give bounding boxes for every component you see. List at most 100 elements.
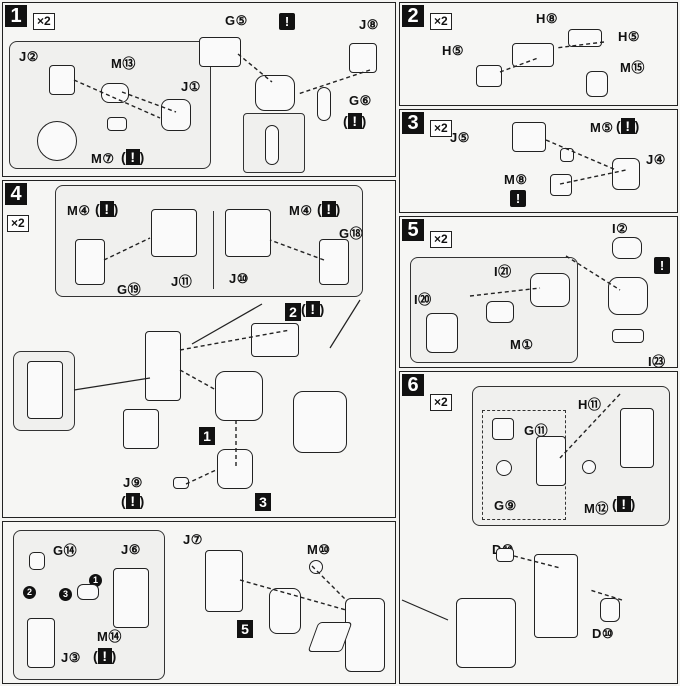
part-drawing [309, 560, 323, 574]
part-drawing [27, 618, 55, 668]
step-1-panel: 1 ×2 J② M⑬ J① M⑦ (!) G⑤ ! J⑧ G⑥ (!) [2, 2, 396, 177]
part-label: M⑦ [91, 151, 115, 166]
part-label: I⑳ [414, 292, 432, 307]
part-label: J① [181, 79, 201, 94]
part-label: H⑧ [536, 11, 559, 26]
part-drawing [77, 584, 99, 600]
multiplier-badge: ×2 [430, 13, 452, 30]
part-drawing [550, 174, 572, 196]
step-number: 4 [5, 183, 27, 205]
part-drawing [492, 418, 514, 440]
part-drawing [536, 436, 566, 486]
part-label: J② [19, 49, 39, 64]
multiplier-badge: ×2 [430, 394, 452, 411]
part-drawing [612, 158, 640, 190]
part-drawing [476, 65, 502, 87]
part-drawing [217, 449, 253, 489]
part-label: H⑪ [578, 397, 602, 412]
part-label: M⑫ [584, 501, 609, 516]
part-drawing [608, 277, 648, 315]
part-label: J⑧ [359, 17, 379, 32]
caution-mark: (!) [95, 201, 119, 217]
sub-step-marker: 2 [285, 303, 301, 321]
part-label: I㉑ [494, 264, 512, 279]
order-marker: 1 [89, 574, 102, 587]
multiplier-badge: ×2 [430, 231, 452, 248]
part-drawing [27, 361, 63, 419]
part-drawing [123, 409, 159, 449]
step-6-panel: 6 ×2 H⑪ G⑪ G⑨ M⑫ (!) D⑩ D⑩ [399, 371, 678, 684]
part-drawing [496, 460, 512, 476]
part-label: M⑧ [504, 172, 528, 187]
order-marker: 3 [59, 588, 72, 601]
part-label: G⑲ [117, 282, 142, 297]
part-label: I㉓ [648, 354, 666, 369]
part-drawing [530, 273, 570, 307]
step-number: 5 [402, 219, 424, 241]
caution-icon: ! [510, 190, 526, 207]
part-label: J⑦ [183, 532, 203, 547]
multiplier-badge: ×2 [33, 13, 55, 30]
caution-mark: (!) [93, 648, 117, 664]
part-drawing [512, 43, 554, 67]
part-label: J⑤ [450, 130, 470, 145]
part-drawing [486, 301, 514, 323]
part-drawing [151, 209, 197, 257]
part-label: J④ [646, 152, 666, 167]
part-drawing [199, 37, 241, 67]
step-number: 3 [402, 112, 424, 134]
part-drawing [113, 568, 149, 628]
sub-step-marker: 1 [199, 427, 215, 445]
part-label: I② [612, 221, 629, 236]
part-drawing [612, 329, 644, 343]
part-drawing [620, 408, 654, 468]
order-marker: 2 [23, 586, 36, 599]
part-drawing [101, 83, 129, 103]
part-drawing [107, 117, 127, 131]
part-label: M⑮ [620, 60, 645, 75]
step-5-panel: 5 ×2 I② ! I㉑ I⑳ M① I㉓ [399, 216, 678, 369]
part-label: M④ [289, 203, 313, 218]
part-label: G⑨ [494, 498, 517, 513]
part-label: G⑤ [225, 13, 248, 28]
part-label: H⑤ [618, 29, 641, 44]
step-3-panel: 3 ×2 J⑤ M⑤ (!) J④ M⑧ ! [399, 109, 678, 213]
part-drawing [161, 99, 191, 131]
part-drawing [582, 460, 596, 474]
part-drawing [29, 552, 45, 570]
part-label: J⑪ [171, 274, 193, 289]
part-drawing [568, 29, 602, 47]
part-drawing [75, 239, 105, 285]
part-drawing [426, 313, 458, 353]
caution-icon: ! [279, 13, 295, 30]
part-label: D⑩ [592, 626, 615, 641]
part-drawing [612, 237, 642, 259]
part-label: H⑤ [442, 43, 465, 58]
caution-mark: (!) [121, 149, 145, 165]
part-drawing [251, 323, 299, 357]
divider [213, 211, 214, 289]
part-label: J⑨ [123, 475, 143, 490]
part-drawing [37, 121, 77, 161]
step-2-panel: 2 ×2 H⑧ H⑤ H⑤ M⑮ [399, 2, 678, 106]
part-label: J③ [61, 650, 81, 665]
caution-mark: (!) [616, 118, 640, 134]
step-7-panel: G⑭ J⑥ M⑭ J③ (!) 1 2 3 J⑦ M⑩ 5 [2, 521, 396, 684]
step-4-panel: 4 ×2 M④ (!) M④ (!) G⑱ J⑪ J⑩ G⑲ 2 (!) 1 J… [2, 180, 396, 518]
part-label: M⑤ [590, 120, 614, 135]
part-label: G⑪ [524, 423, 549, 438]
part-label: J⑥ [121, 542, 141, 557]
part-label: J⑩ [229, 271, 249, 286]
part-drawing [345, 598, 385, 672]
part-drawing [319, 239, 349, 285]
part-drawing [496, 548, 514, 562]
part-drawing [215, 371, 263, 421]
part-label: M⑩ [307, 542, 331, 557]
multiplier-badge: ×2 [430, 120, 452, 137]
part-drawing [456, 598, 516, 668]
part-label: M⑬ [111, 56, 136, 71]
part-drawing [225, 209, 271, 257]
caution-mark: (!) [343, 113, 367, 129]
